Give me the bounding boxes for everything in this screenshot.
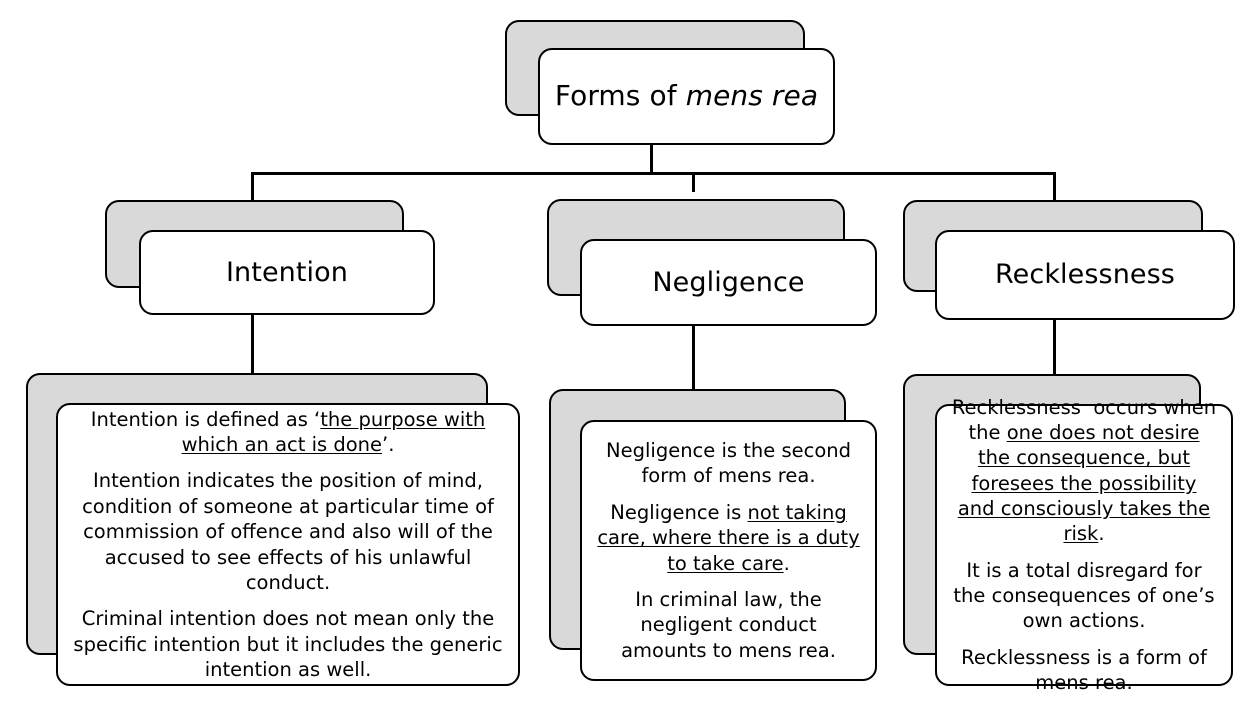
detail-recklessness-paragraph-2: It is a total disregard for the conseque… [953,558,1215,633]
detail-negligence[interactable]: Negligence is the second form of mens re… [549,389,877,681]
node-negligence[interactable]: Negligence [547,199,877,326]
detail-negligence-underline-1: not taking care, where there is a duty t… [597,500,860,575]
node-root-face[interactable]: Forms of mens rea [538,48,835,145]
detail-intention-body: Intention is defined as ‘the purpose wit… [72,407,504,682]
connector-horizontal-bar [251,172,1056,175]
connector-down-recklessness [1053,172,1056,202]
connector-recklessness-to-detail [1053,318,1056,376]
detail-negligence-body: Negligence is the second form of mens re… [596,438,861,663]
detail-recklessness-paragraph-3: Recklessness is a form of mens rea. [961,645,1207,695]
detail-recklessness-paragraph-1: Recklessness occurs when the one does no… [951,395,1217,546]
node-negligence-label: Negligence [652,266,805,298]
node-negligence-face[interactable]: Negligence [580,239,877,326]
node-root[interactable]: Forms of mens rea [505,20,835,145]
detail-intention-face[interactable]: Intention is defined as ‘the purpose wit… [56,403,520,686]
detail-intention-paragraph-1: Intention is defined as ‘the purpose wit… [90,407,486,457]
node-root-label-italic: mens rea [685,79,819,113]
detail-intention-paragraph-2: Intention indicates the position of mind… [82,469,494,594]
detail-negligence-paragraph-1: Negligence is the second form of mens re… [606,439,851,488]
detail-negligence-paragraph-2: Negligence is not taking care, where the… [597,500,860,575]
connector-down-intention [251,172,254,200]
detail-negligence-face[interactable]: Negligence is the second form of mens re… [580,420,877,681]
node-intention-label: Intention [225,256,348,288]
connector-negligence-to-detail [692,325,695,391]
node-root-label: Forms of mens rea [554,79,819,113]
detail-intention-underline-1: the purpose with which an act is done [181,407,486,457]
node-root-label-plain: Forms of [554,79,686,113]
connector-down-negligence [692,172,695,192]
node-recklessness-label: Recklessness [995,259,1175,291]
connector-intention-to-detail [251,312,254,376]
detail-intention[interactable]: Intention is defined as ‘the purpose wit… [26,373,520,686]
node-recklessness-face[interactable]: Recklessness [935,230,1235,320]
node-recklessness[interactable]: Recklessness [903,200,1235,320]
detail-recklessness-face[interactable]: Recklessness occurs when the one does no… [935,396,1233,694]
node-intention-face[interactable]: Intention [139,230,435,315]
detail-recklessness-underline-1: one does not desire the consequence, but… [957,420,1211,546]
detail-recklessness-body: Recklessness occurs when the one does no… [951,395,1217,696]
detail-intention-paragraph-3: Criminal intention does not mean only th… [73,607,503,681]
detail-recklessness[interactable]: Recklessness occurs when the one does no… [903,374,1233,694]
node-intention[interactable]: Intention [105,200,435,315]
connector-root-stem [650,143,653,174]
detail-negligence-paragraph-3: In criminal law, the negligent conduct a… [621,587,836,662]
